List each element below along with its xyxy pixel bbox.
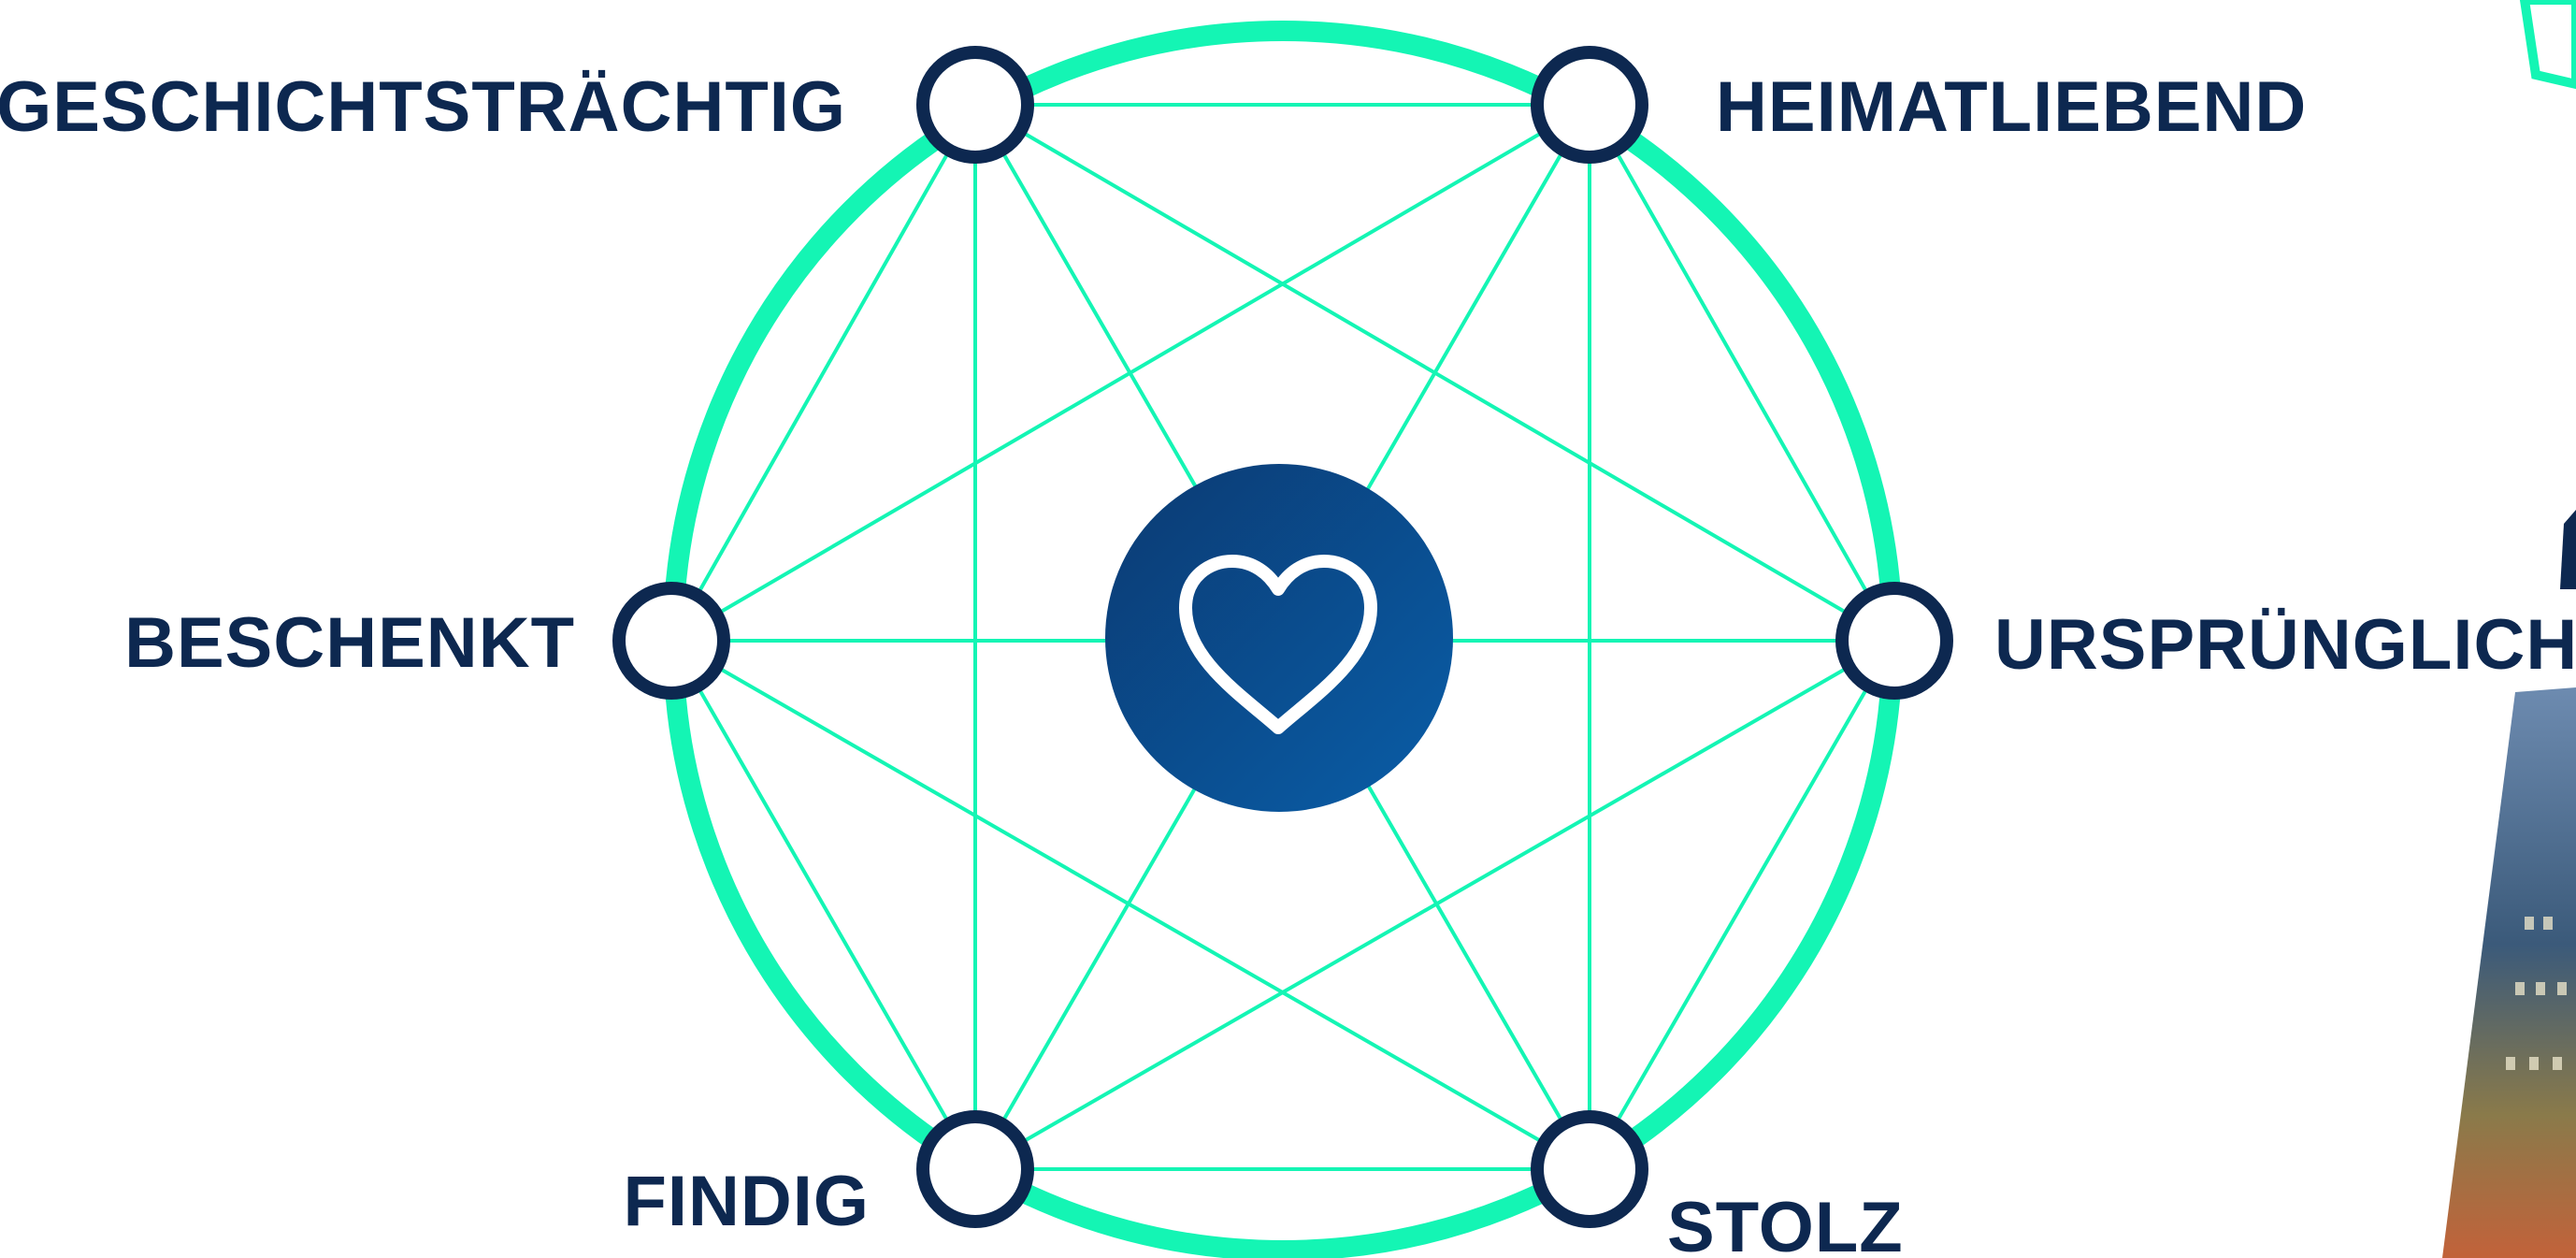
node-circle-geschichtstraechtig <box>923 52 1028 157</box>
label-urspruenglich: URSPRÜNGLICH <box>1994 605 2576 685</box>
cropped-dark-shape <box>2560 510 2576 589</box>
center-disc <box>1105 464 1453 812</box>
center-medallion <box>1105 464 1453 812</box>
node-circle-stolz <box>1537 1117 1642 1222</box>
connection-line-urspruenglich-stolz <box>1590 641 1894 1169</box>
label-heimatliebend: HEIMATLIEBEND <box>1716 67 2307 147</box>
connection-line-geschichtstraechtig-beschenkt <box>671 105 975 641</box>
node-circle-beschenkt <box>619 588 724 693</box>
connection-line-heimatliebend-urspruenglich <box>1590 105 1894 641</box>
label-findig: FINDIG <box>623 1162 870 1241</box>
label-beschenkt: BESCHENKT <box>124 603 575 683</box>
label-geschichtstraechtig: GESCHICHTSTRÄCHTIG <box>0 67 846 147</box>
cropped-city-photo <box>2442 687 2576 1258</box>
cropped-frame-top <box>2525 0 2576 84</box>
node-circle-heimatliebend <box>1537 52 1642 157</box>
connection-line-urspruenglich-findig <box>975 641 1894 1169</box>
node-circle-urspruenglich <box>1842 588 1947 693</box>
node-circle-findig <box>923 1117 1028 1222</box>
connection-line-findig-beschenkt <box>671 641 975 1169</box>
label-stolz: STOLZ <box>1667 1188 1904 1258</box>
